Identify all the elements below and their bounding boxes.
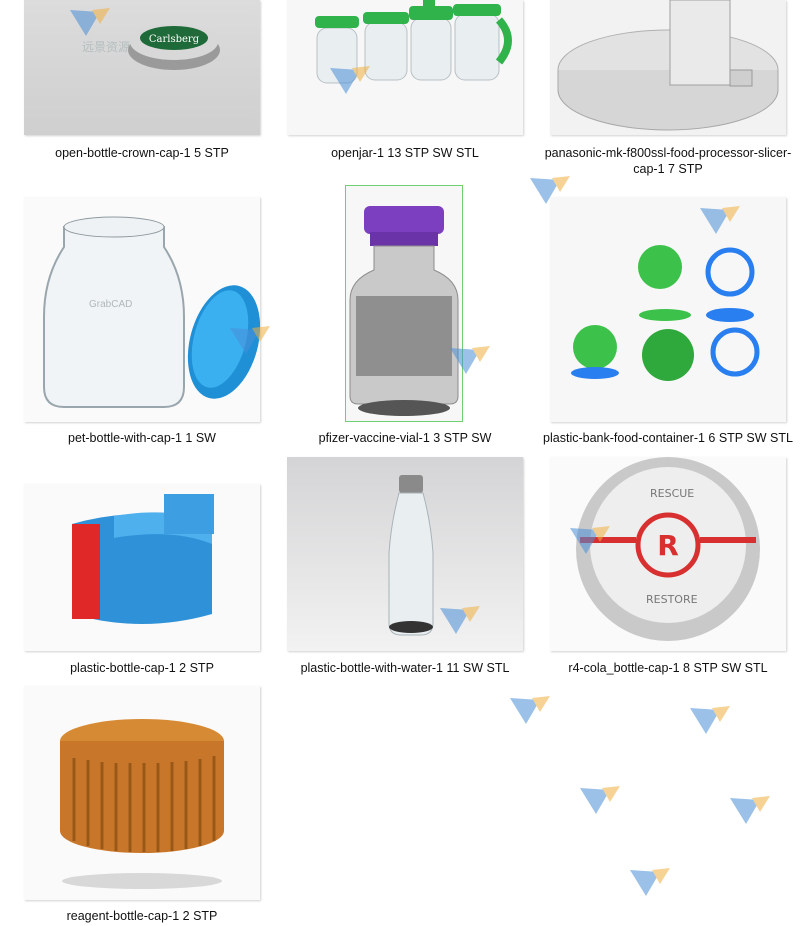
- watermark-logo: [720, 790, 800, 852]
- file-tile-r4-cola-bottle-cap[interactable]: R RESCUE RESTORE r4-cola_bottle-cap-1 8 …: [550, 457, 786, 679]
- file-tile-reagent-bottle-cap[interactable]: reagent-bottle-cap-1 2 STP: [24, 686, 260, 926]
- file-tile-plastic-bank-food-container[interactable]: plastic-bank-food-container-1 6 STP SW S…: [543, 197, 793, 447]
- file-name-label: openjar-1 13 STP SW STL: [331, 146, 479, 160]
- svg-text:Carlsberg: Carlsberg: [149, 34, 200, 45]
- thumbnail-crown-cap[interactable]: Carlsberg: [24, 0, 260, 135]
- thumbnail-vaccine-vial[interactable]: [345, 185, 463, 422]
- file-name-label: panasonic-mk-f800ssl-food-processor-slic…: [544, 146, 792, 176]
- svg-text:RESCUE: RESCUE: [650, 487, 694, 500]
- watermark-logo: [500, 690, 580, 752]
- file-tile-plastic-bottle-cap[interactable]: plastic-bottle-cap-1 2 STP: [24, 484, 260, 679]
- thumbnail-r4-cap[interactable]: R RESCUE RESTORE: [550, 457, 786, 651]
- file-name-label: reagent-bottle-cap-1 2 STP: [66, 909, 218, 923]
- thumbnail-openjar[interactable]: [287, 0, 523, 135]
- file-name-label: plastic-bottle-cap-1 2 STP: [70, 661, 214, 675]
- file-name-label: plastic-bank-food-container-1 6 STP SW S…: [543, 431, 793, 445]
- svg-text:GrabCAD: GrabCAD: [89, 299, 132, 310]
- thumbnail-bottle-cap[interactable]: [24, 484, 260, 651]
- file-tile-openjar[interactable]: openjar-1 13 STP SW STL: [287, 0, 523, 170]
- file-tile-plastic-bottle-with-water[interactable]: plastic-bottle-with-water-1 11 SW STL: [287, 457, 523, 679]
- file-name-label: pfizer-vaccine-vial-1 3 STP SW: [318, 431, 492, 445]
- svg-text:RESTORE: RESTORE: [646, 593, 698, 606]
- file-name-label: open-bottle-crown-cap-1 5 STP: [55, 146, 229, 160]
- thumbnail-reagent-cap[interactable]: [24, 686, 260, 900]
- thumbnail-slicer-cap[interactable]: [550, 0, 786, 135]
- thumbnail-food-container[interactable]: [550, 197, 786, 422]
- file-name-label: r4-cola_bottle-cap-1 8 STP SW STL: [568, 661, 768, 675]
- file-tile-pfizer-vaccine-vial[interactable]: pfizer-vaccine-vial-1 3 STP SW: [287, 185, 523, 447]
- thumbnail-water-bottle[interactable]: [287, 457, 523, 651]
- file-name-label: pet-bottle-with-cap-1 1 SW: [68, 431, 216, 445]
- file-tile-pet-bottle-with-cap[interactable]: GrabCAD pet-bottle-with-cap-1 1 SW: [24, 197, 260, 447]
- thumbnail-pet-bottle[interactable]: GrabCAD: [24, 197, 260, 422]
- file-name-label: plastic-bottle-with-water-1 11 SW STL: [300, 661, 510, 675]
- file-tile-open-bottle-crown-cap[interactable]: Carlsberg open-bottle-crown-cap-1 5 STP: [24, 0, 260, 170]
- watermark-logo: [680, 700, 760, 762]
- svg-text:R: R: [657, 529, 679, 562]
- file-tile-panasonic-slicer-cap[interactable]: panasonic-mk-f800ssl-food-processor-slic…: [545, 0, 791, 180]
- watermark-logo: [570, 780, 650, 842]
- watermark-logo: [620, 862, 700, 924]
